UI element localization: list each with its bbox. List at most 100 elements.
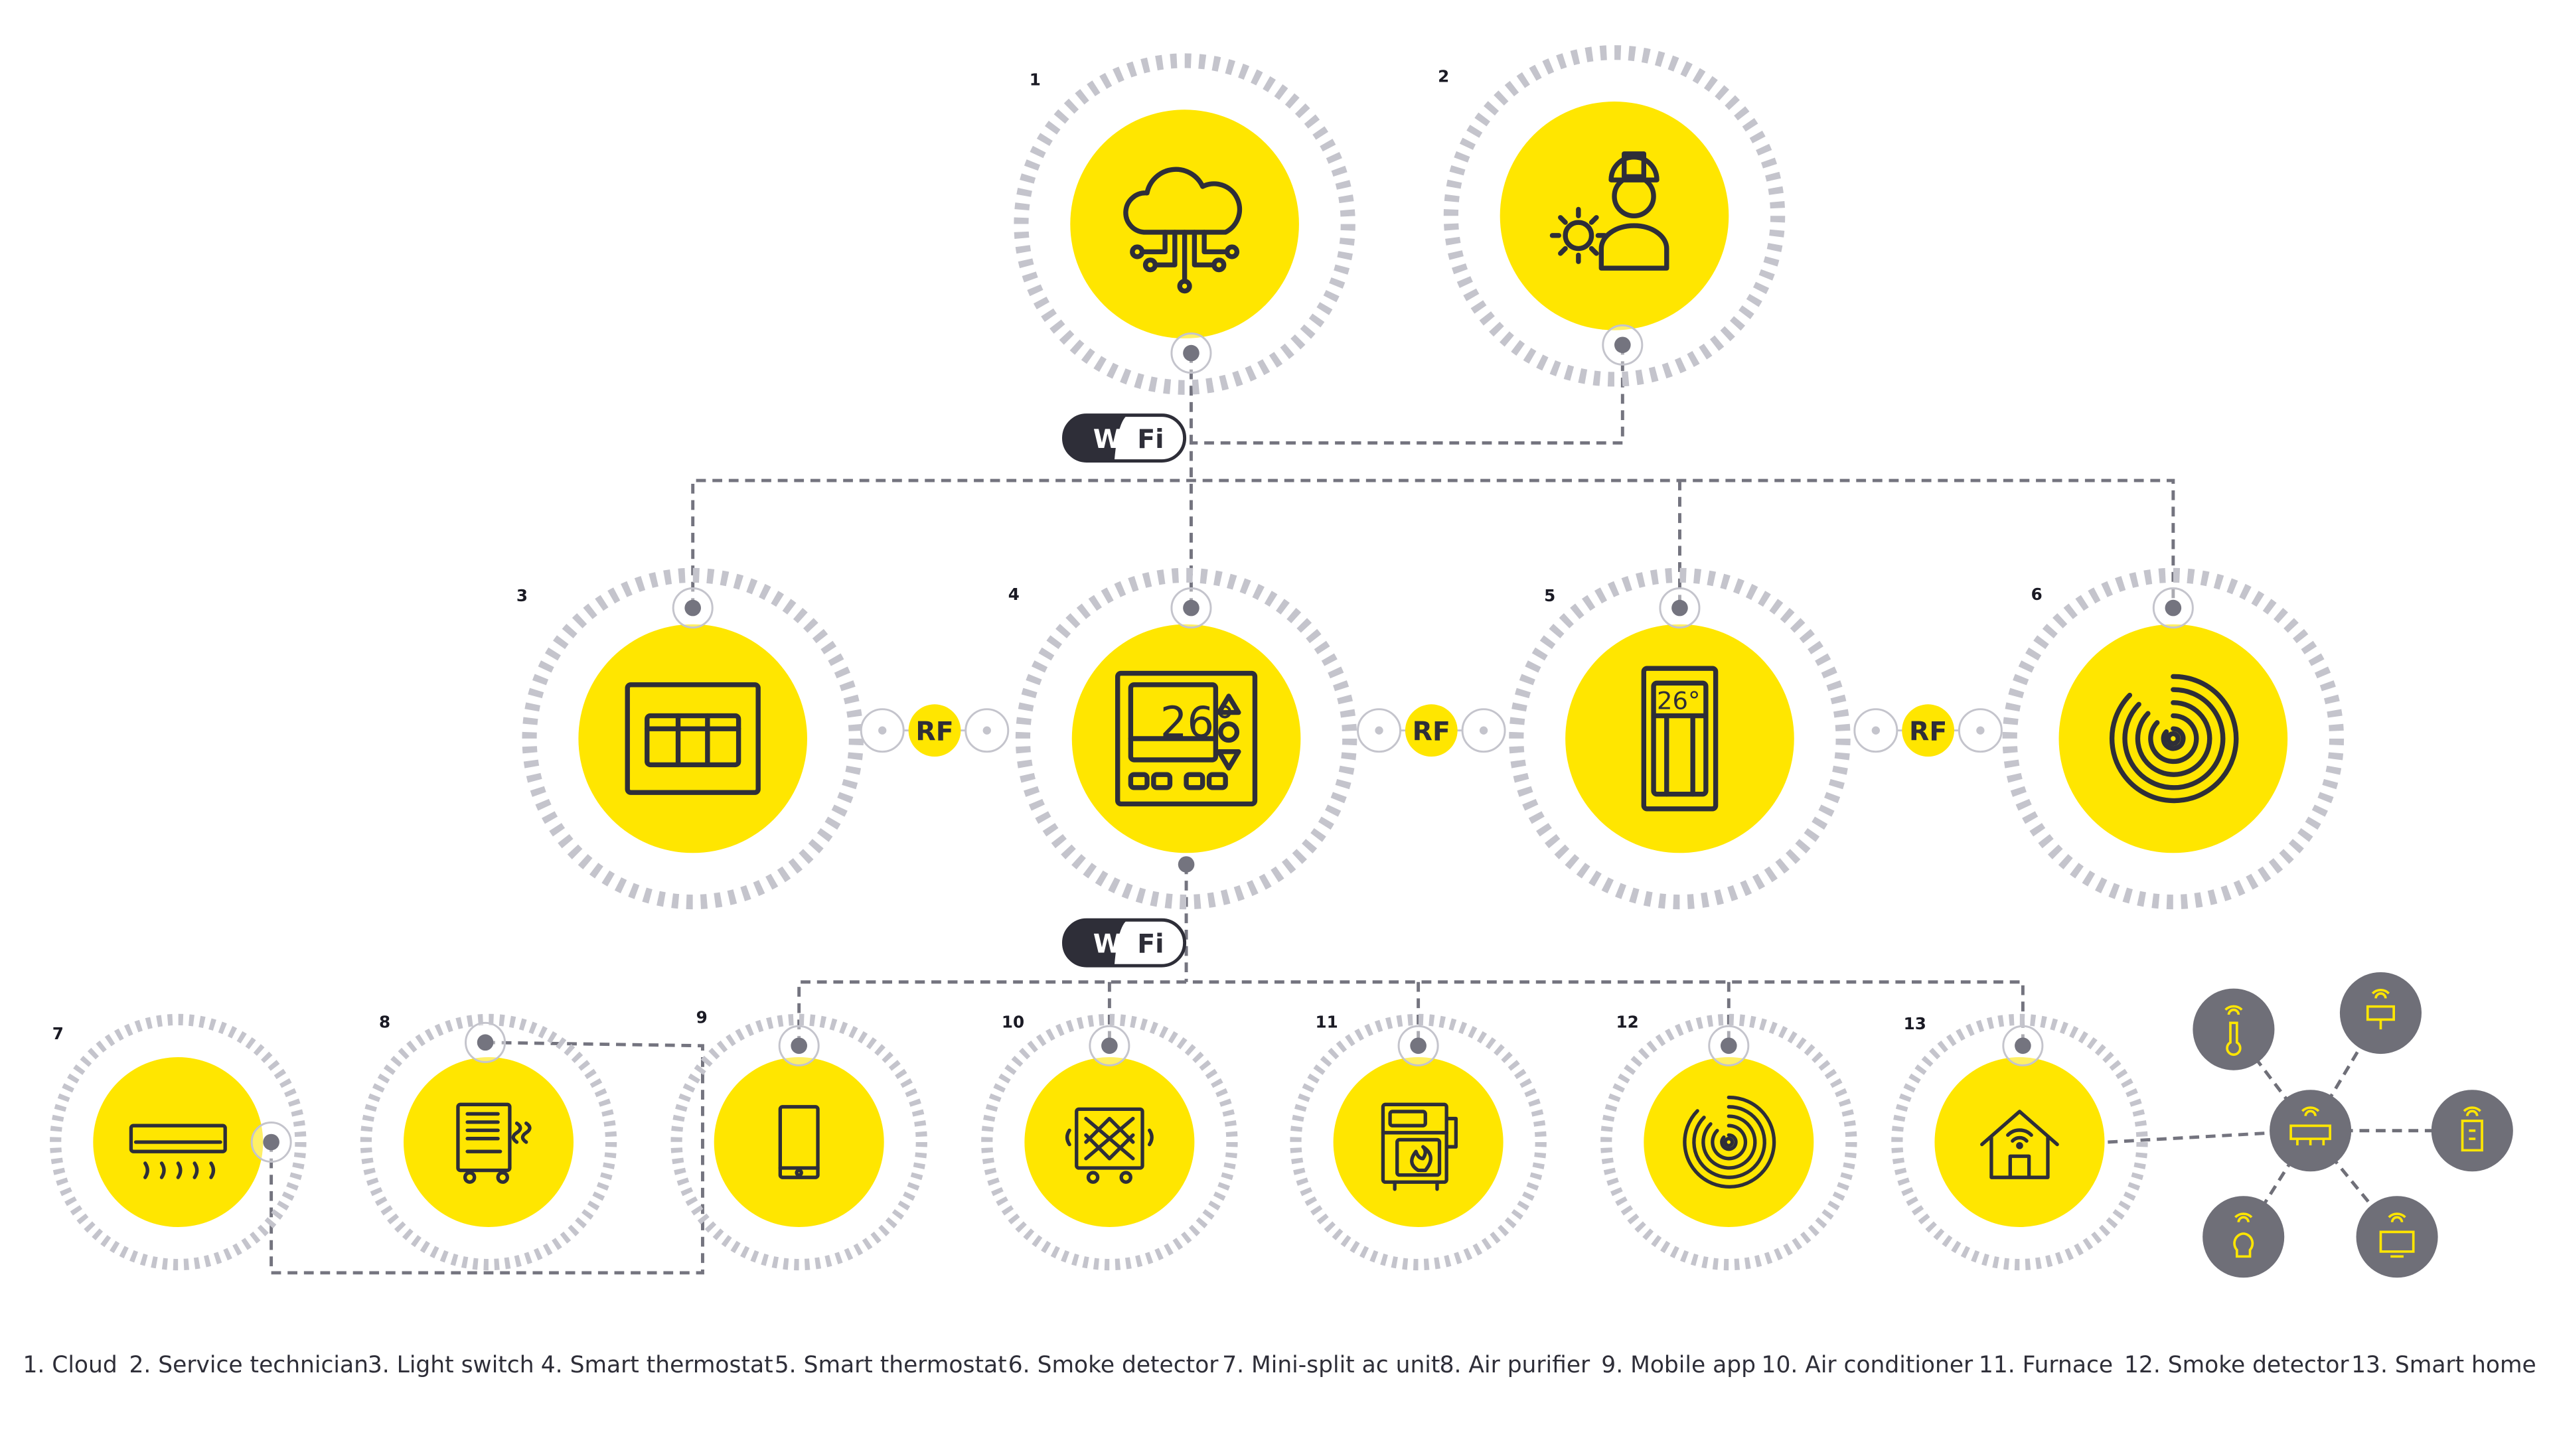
node-circle [1565,624,1794,853]
port-dot [1671,599,1688,617]
node-circle [714,1057,884,1227]
tick-ring [1015,567,1357,910]
rf-link: RF [1357,704,1506,757]
tick-ring [1443,45,1786,387]
rf-badge [908,704,961,757]
node-circle [2058,624,2288,853]
smart-home-hub-cluster [2193,972,2513,1278]
node-mobile-app: 9 [670,1007,927,1271]
node-furnace: 11 [1290,1013,1547,1271]
hub-device [2356,1196,2438,1278]
node-circle [1024,1057,1195,1227]
tick-ring [1600,1013,1857,1271]
port-dot [1614,336,1631,354]
port-dot [1183,344,1199,362]
hub-device [2339,972,2422,1055]
node-smoke-detector: 12 [1600,1013,1857,1271]
tick-ring [360,1013,617,1271]
node-number: 6 [2031,585,2043,604]
technician-gear-icon [1549,151,1669,271]
port-dot [1101,1037,1118,1055]
remote-control-wifi-icon [2461,1106,2483,1152]
port-dot [2165,599,2182,617]
node-cloud: 1 [1014,53,1355,395]
node-circle [404,1057,574,1227]
rf-badge [1902,704,1954,757]
wall-thermostat-icon: 26° [1641,666,1719,812]
rf-link: RF [860,704,1010,757]
rf-link: RF [1853,704,2003,757]
air-conditioner-icon [1065,1107,1154,1184]
node-circle [1333,1057,1504,1227]
node-circle [1644,1057,1814,1227]
wifi-pill-dark-half [1063,415,1128,461]
connector-line [691,478,2175,609]
connector-line [797,980,2025,1046]
legend-item: 12. Smoke detector [2124,1352,2349,1378]
tick-ring [1014,53,1355,395]
mobile-phone-icon [778,1105,820,1179]
wifi-label-wi: Wi [1093,928,1131,959]
port-dot [982,726,991,735]
node-number: 12 [1616,1013,1638,1032]
port-dot [1479,726,1488,735]
node-smart-thermostat: 26° 5 [1509,567,1851,910]
wifi-label-fi: Fi [1137,424,1164,455]
tick-ring [981,1013,1238,1271]
smoke-detector-icon [2109,674,2239,804]
port-dot [878,726,887,735]
cloud-network-icon [1123,167,1243,294]
port-dot [1375,726,1383,735]
thermometer-wifi-icon [2224,1005,2243,1056]
tick-ring [1509,567,1851,910]
tick-ring [2002,567,2345,910]
wifi-label-wi: Wi [1093,424,1131,455]
rf-label: RF [1413,716,1450,747]
port-dot [477,1034,494,1051]
node-number: 11 [1316,1013,1338,1032]
node-number: 2 [1438,66,1449,86]
node-smart-home: 13 [1891,1013,2148,1271]
smart-home-icon [1980,1110,2059,1179]
node-service-technician: 2 [1438,45,1786,387]
node-number: 4 [1008,585,1020,604]
legend-item: 1. Cloud [23,1352,117,1378]
port-dot [684,599,701,617]
hub-device [2270,1090,2352,1172]
node-number: 3 [516,586,528,605]
port-dot [1410,1037,1427,1055]
node-number: 7 [52,1024,64,1043]
hub-device [2202,1196,2285,1278]
legend-item: 3. Light switch [368,1352,534,1378]
port-dot [1976,726,1985,735]
wifi-pill-dark-half [1063,920,1128,966]
legend-item: 9. Mobile app [1601,1352,1756,1378]
node-light-switch: 3 [516,567,864,910]
node-number: 9 [696,1007,708,1027]
security-camera-wifi-icon [2366,988,2395,1030]
tick-ring [1290,1013,1547,1271]
port-dot [1721,1037,1737,1055]
node-number: 10 [1002,1013,1024,1032]
connector-line [270,1041,704,1275]
node-circle [1934,1057,2105,1227]
smoke-detector-icon [1683,1095,1776,1189]
hub-device [2193,988,2275,1070]
node-number: 13 [1904,1014,1926,1033]
port-dot [1183,599,1199,617]
port-dot [2015,1037,2031,1055]
thermostat-temperature-display: 26° [1657,687,1700,715]
legend-item: 4. Smart thermostat [541,1352,773,1378]
port-dot [1871,726,1880,735]
tv-wifi-icon [2379,1212,2415,1258]
ac-unit-wifi-icon [2289,1106,2331,1145]
legend-item: 2. Service technician [129,1352,368,1378]
node-number: 5 [1544,586,1555,605]
tick-ring [670,1013,927,1271]
node-circle [1500,102,1729,330]
light-bulb-wifi-icon [2233,1212,2254,1258]
mini-split-ac-icon [129,1124,227,1179]
